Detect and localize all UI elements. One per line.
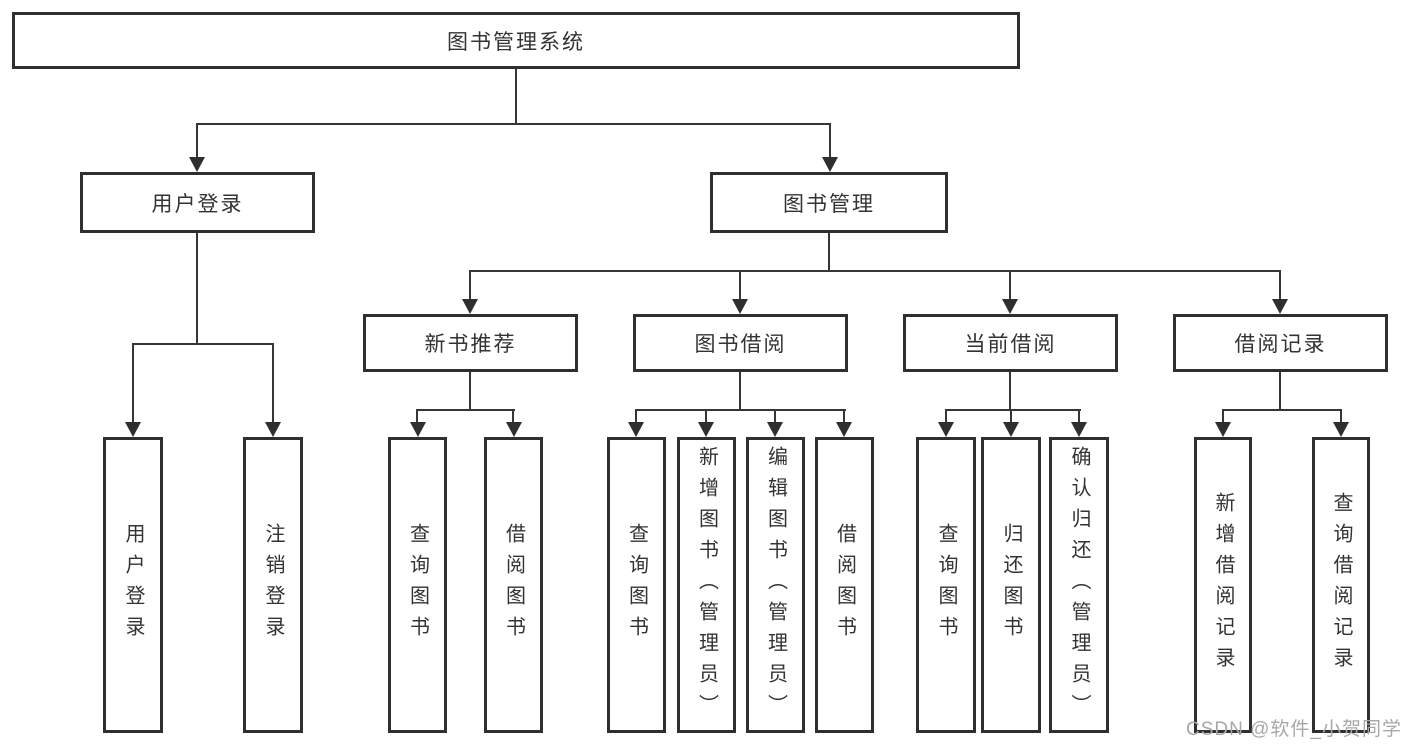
node-new-book-recommendation: 新书推荐 (363, 314, 578, 372)
leaf-confirm-return-admin: 确认归还（管理员） (1049, 437, 1109, 733)
edge-to-leaf-add-books (705, 409, 707, 423)
leaf-label: 归还图书 (1000, 523, 1022, 647)
node-label: 借阅记录 (1234, 333, 1327, 356)
leaf-label: 注销登录 (262, 523, 284, 647)
edge-to-leaf-logout (272, 343, 274, 423)
node-book-management: 图书管理 (710, 172, 948, 233)
node-label: 用户登录 (151, 192, 244, 216)
edge-to-new-book-recommendation (469, 270, 471, 300)
arrow-to-leaf-borrow-recommend (506, 422, 522, 437)
leaf-query-books-recommend: 查询图书 (388, 437, 447, 733)
arrow-to-current-borrowing (1002, 299, 1018, 314)
edge-to-leaf-borrow-books (843, 409, 845, 423)
leaf-label: 编辑图书（管理员） (764, 445, 787, 725)
arrow-to-leaf-logout (265, 422, 281, 437)
edge-current-rail (945, 409, 1081, 411)
arrow-to-leaf-return-books (1003, 422, 1019, 437)
leaf-add-books-admin: 新增图书（管理员） (677, 437, 736, 733)
edge-to-leaf-borrow-recommend (512, 409, 514, 423)
edge-to-leaf-user-login (132, 343, 134, 423)
edge-borrowing-rail (635, 409, 846, 411)
edge-root-stem (515, 69, 517, 123)
edge-to-user-login (196, 123, 198, 157)
node-label: 图书管理系统 (447, 30, 585, 54)
node-borrowing-records: 借阅记录 (1173, 314, 1388, 372)
node-library-management-system: 图书管理系统 (12, 12, 1020, 69)
node-label: 当前借阅 (964, 333, 1057, 356)
leaf-label: 查询图书 (625, 523, 648, 647)
edge-recommendation-rail (416, 409, 515, 411)
edge-to-leaf-query-current (945, 409, 947, 423)
leaf-label: 查询借阅记录 (1330, 492, 1352, 678)
edge-to-leaf-edit-books (774, 409, 776, 423)
leaf-borrow-books-recommend: 借阅图书 (484, 437, 543, 733)
edge-recommendation-stem (469, 372, 471, 409)
arrow-to-leaf-query-current (938, 422, 954, 437)
arrow-to-leaf-query-borrow (628, 422, 644, 437)
edge-to-leaf-query-recommend (416, 409, 418, 423)
leaf-query-books-borrow: 查询图书 (607, 437, 666, 733)
arrow-to-book-borrowing (732, 299, 748, 314)
edge-to-leaf-add-record (1222, 409, 1224, 423)
arrow-to-leaf-add-record (1215, 422, 1231, 437)
leaf-label: 查询图书 (935, 523, 957, 647)
edge-to-current-borrowing (1009, 270, 1011, 300)
leaf-add-borrow-record: 新增借阅记录 (1194, 437, 1252, 733)
edge-borrowing-stem (739, 372, 741, 409)
node-current-borrowing: 当前借阅 (903, 314, 1118, 372)
arrow-to-user-login (189, 157, 205, 172)
leaf-label: 新增借阅记录 (1212, 492, 1234, 678)
node-user-login: 用户登录 (80, 172, 315, 233)
leaf-edit-books-admin: 编辑图书（管理员） (746, 437, 805, 733)
node-book-borrowing: 图书借阅 (633, 314, 848, 372)
edge-to-leaf-return-books (1010, 409, 1012, 423)
leaf-query-borrow-record: 查询借阅记录 (1312, 437, 1370, 733)
leaf-query-books-current: 查询图书 (916, 437, 976, 733)
leaf-label: 新增图书（管理员） (695, 445, 718, 725)
edge-to-book-management (829, 123, 831, 157)
leaf-borrow-books: 借阅图书 (815, 437, 874, 733)
edge-records-rail (1222, 409, 1342, 411)
arrow-to-leaf-query-record (1333, 422, 1349, 437)
node-label: 新书推荐 (424, 333, 517, 356)
edge-book-management-rail (469, 270, 1281, 272)
edge-to-leaf-confirm-return (1078, 409, 1080, 423)
leaf-label: 用户登录 (122, 523, 144, 647)
arrow-to-leaf-add-books (698, 422, 714, 437)
edge-to-book-borrowing (739, 270, 741, 300)
edge-to-borrowing-records (1279, 270, 1281, 300)
edge-to-leaf-query-borrow (635, 409, 637, 423)
edge-to-leaf-query-record (1340, 409, 1342, 423)
node-label: 图书管理 (783, 192, 875, 216)
arrow-to-leaf-user-login (125, 422, 141, 437)
leaf-user-login: 用户登录 (103, 437, 163, 733)
leaf-label: 确认归还（管理员） (1068, 445, 1090, 725)
leaf-logout: 注销登录 (243, 437, 303, 733)
arrow-to-borrowing-records (1272, 299, 1288, 314)
arrow-to-leaf-edit-books (767, 422, 783, 437)
leaf-label: 借阅图书 (833, 523, 856, 647)
leaf-label: 借阅图书 (502, 523, 525, 647)
node-label: 图书借阅 (694, 333, 787, 356)
edge-root-rail (196, 123, 831, 125)
csdn-watermark: CSDN @软件_小贺同学 (1186, 719, 1402, 740)
edge-current-stem (1009, 372, 1011, 409)
arrow-to-leaf-query-recommend (410, 422, 426, 437)
arrow-to-leaf-borrow-books (836, 422, 852, 437)
edge-book-management-stem (828, 233, 830, 270)
leaf-label: 查询图书 (406, 523, 429, 647)
arrow-to-leaf-confirm-return (1071, 422, 1087, 437)
edge-records-stem (1279, 372, 1281, 409)
edge-user-login-rail (132, 343, 274, 345)
leaf-return-books: 归还图书 (981, 437, 1041, 733)
arrow-to-book-management (822, 157, 838, 172)
edge-user-login-stem (196, 233, 198, 343)
arrow-to-new-book-recommendation (462, 299, 478, 314)
